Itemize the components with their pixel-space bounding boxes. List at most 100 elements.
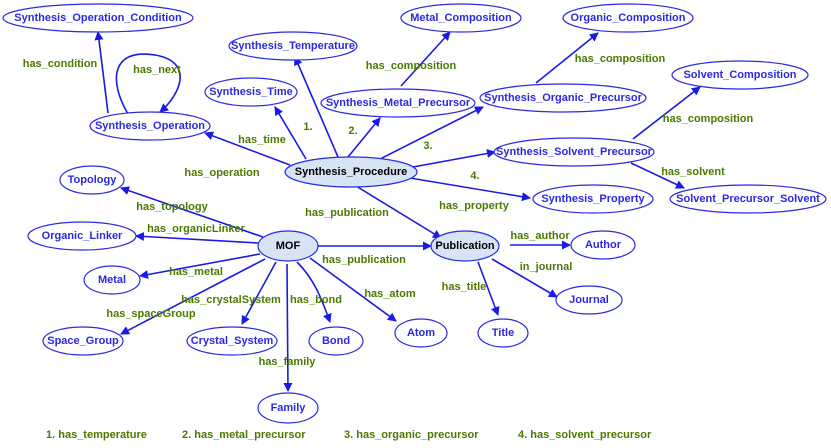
node-label: Synthesis_Operation_Condition [14,12,182,24]
node-journal: Journal [555,285,623,315]
edge-label-mof-has-publication: has_publication [322,254,406,266]
node-organic-linker: Organic_Linker [27,221,137,251]
edge-label-has-solvent: has_solvent [661,166,725,178]
edge-in-journal [491,258,558,298]
edge-has-organic-precursor [377,106,484,161]
nodes: Synthesis_Operation_Condition Synthesis_… [2,3,827,424]
edge-has-condition [94,31,109,114]
edge-proc-has-publication [355,185,442,239]
edge-label-has-topology: has_topology [136,201,208,213]
node-label: Synthesis_Solvent_Precursor [496,146,653,158]
edge-label-has-space-group: has_spaceGroup [106,308,196,320]
node-metal: Metal [83,265,141,295]
node-label: Author [585,239,622,251]
node-synthesis-time: Synthesis_Time [204,77,298,107]
node-synthesis-procedure: Synthesis_Procedure [284,156,418,188]
edge-has-title [477,261,500,316]
edge-has-property [409,177,531,202]
node-label: Synthesis_Metal_Precursor [326,97,471,109]
node-mof: MOF [257,230,319,262]
edge-has-crystal-system [241,261,277,325]
node-label: Metal_Composition [410,12,512,24]
node-organic-composition: Organic_Composition [562,3,694,33]
edge-has-time [274,106,307,160]
node-label: Topology [68,174,118,186]
node-solvent-precursor-solvent: Solvent_Precursor_Solvent [669,184,827,214]
footnote-1: 1. has_temperature [46,429,147,441]
edge-label-num-3: 3. [423,140,432,152]
node-label: Synthesis_Time [209,86,293,98]
node-author: Author [570,230,636,260]
node-synthesis-property: Synthesis_Property [532,184,654,214]
node-label: Synthesis_Temperature [231,40,355,52]
node-crystal-system: Crystal_System [186,326,278,356]
edge-label-has-time: has_time [238,134,286,146]
node-synthesis-metal-precursor: Synthesis_Metal_Precursor [320,88,476,118]
edges [94,31,701,392]
edge-label-has-operation: has_operation [184,167,259,179]
node-label: Synthesis_Procedure [295,166,408,178]
node-title: Title [477,318,529,348]
edge-has-organic-linker [135,231,259,244]
edge-organic-has-composition [535,32,599,84]
node-metal-composition: Metal_Composition [400,3,522,33]
node-label: Title [492,327,514,339]
edge-has-next [115,53,181,115]
edge-label-solvent-has-composition: has_composition [663,113,754,125]
node-label: Organic_Linker [42,230,123,242]
node-family: Family [257,392,319,424]
edge-label-num-4: 4. [470,170,479,182]
edge-labels: has_condition has_next has_composition h… [23,53,754,368]
node-synthesis-operation: Synthesis_Operation [89,111,211,141]
edge-metal-has-composition [400,31,451,87]
edge-has-bond [296,261,332,323]
footnotes: 1. has_temperature 2. has_metal_precurso… [46,429,652,441]
node-synthesis-organic-precursor: Synthesis_Organic_Precursor [479,83,647,113]
node-label: Family [271,402,307,414]
node-label: Space_Group [47,335,119,347]
edge-label-has-bond: has_bond [290,294,342,306]
node-label: Synthesis_Organic_Precursor [484,92,642,104]
edge-label-has-next: has_next [133,64,181,76]
node-bond: Bond [308,326,364,356]
edge-label-proc-has-publication: has_publication [305,207,389,219]
node-label: Solvent_Composition [683,69,796,81]
node-label: Journal [569,294,609,306]
node-synthesis-operation-condition: Synthesis_Operation_Condition [2,3,194,33]
edge-has-solvent-precursor [412,149,496,168]
node-label: Crystal_System [191,335,274,347]
edge-label-has-metal: has_metal [169,266,223,278]
edge-label-has-property: has_property [439,200,510,212]
edge-label-has-crystal-system: has_crystalSystem [181,294,281,306]
edge-label-in-journal: in_journal [520,261,573,273]
node-atom: Atom [394,318,448,348]
edge-has-temperature [294,56,339,158]
node-label: Metal [98,274,126,286]
footnote-4: 4. has_solvent_precursor [518,429,652,441]
node-label: Synthesis_Property [541,193,645,205]
node-label: Synthesis_Operation [95,120,205,132]
node-publication: Publication [430,230,500,262]
node-label: Bond [322,335,350,347]
edge-has-atom [309,257,397,322]
edge-label-has-author: has_author [510,230,570,242]
edge-label-has-condition: has_condition [23,58,98,70]
node-synthesis-temperature: Synthesis_Temperature [228,31,358,61]
footnote-3: 3. has_organic_precursor [344,429,479,441]
edge-label-has-title: has_title [442,281,487,293]
edge-has-topology [120,186,264,238]
edge-label-num-1: 1. [303,121,312,133]
edge-has-metal-precursor [347,117,381,158]
edge-label-num-2: 2. [348,125,357,137]
node-solvent-composition: Solvent_Composition [671,60,809,90]
edge-label-has-family: has_family [259,356,317,368]
edge-has-family [283,263,293,392]
node-label: Atom [407,327,435,339]
edge-solvent-has-composition [632,86,701,140]
edge-has-solvent [630,162,685,189]
edge-label-organic-has-composition: has_composition [575,53,666,65]
node-synthesis-solvent-precursor: Synthesis_Solvent_Precursor [493,137,655,167]
edge-label-has-atom: has_atom [364,288,416,300]
node-label: Solvent_Precursor_Solvent [676,193,820,205]
